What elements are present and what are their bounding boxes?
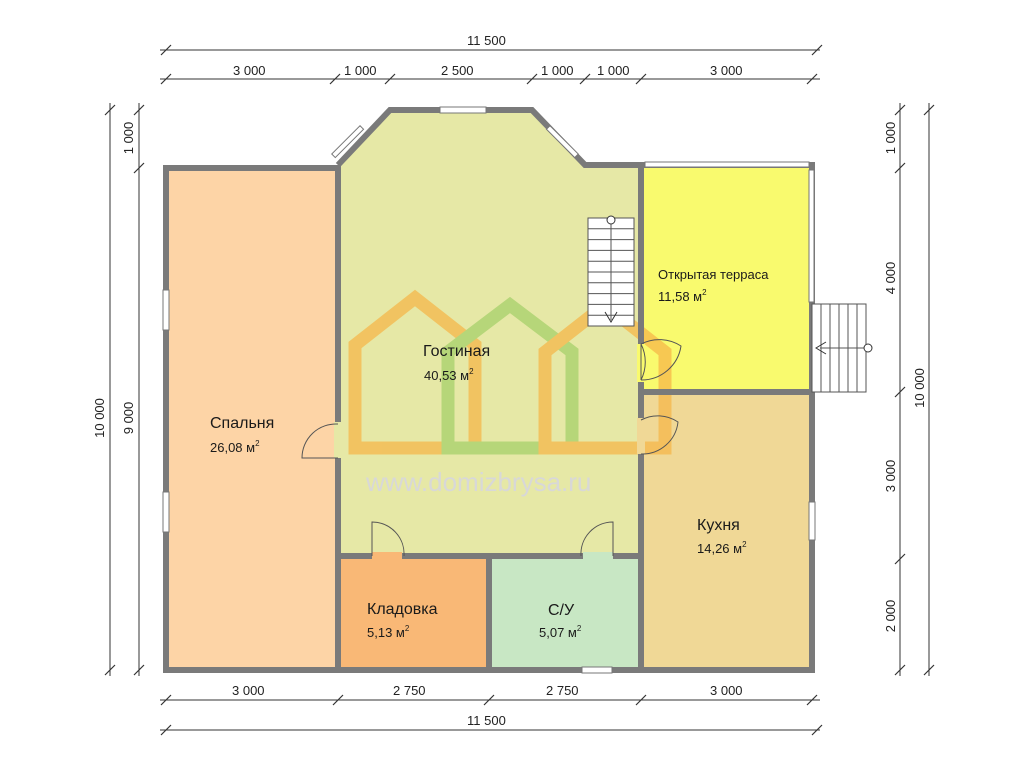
room-area-bedroom: 26,08 м2: [210, 439, 260, 455]
dimension-tick: [806, 694, 818, 706]
room-name-bathroom: С/У: [548, 602, 575, 619]
door-swing-terrace: [640, 343, 646, 381]
dimension-tick: [635, 73, 647, 85]
dimension-tick: [579, 73, 591, 85]
dim-bottom-seg-1: 2 750: [393, 683, 426, 698]
dim-bottom-seg-3: 3 000: [710, 683, 743, 698]
interior-staircase: [587, 215, 635, 327]
dim-top-seg-5: 3 000: [710, 63, 743, 78]
window-kitchen: [808, 501, 816, 541]
dimension-tick: [160, 73, 172, 85]
window-bay-right: [545, 125, 579, 159]
dim-bottom-total: 11 500: [467, 713, 506, 728]
window-bedroom-2: [162, 491, 170, 533]
dim-top-seg-1: 1 000: [344, 63, 377, 78]
room-name-kitchen: Кухня: [697, 517, 740, 534]
dim-right-seg-3: 2 000: [883, 600, 898, 633]
room-area-bathroom: 5,07 м2: [539, 624, 582, 640]
room-name-storage: Кладовка: [367, 601, 438, 618]
door-gap-kitchen: [637, 418, 645, 454]
exterior-staircase: [811, 303, 873, 393]
terrace-railing-right: [808, 169, 815, 303]
door-swing-kitchen: [640, 415, 679, 455]
door-gap-bedroom: [334, 422, 342, 458]
dimension-tick: [329, 73, 341, 85]
room-area-storage: 5,13 м2: [367, 624, 410, 640]
dimension-tick: [483, 694, 495, 706]
dim-top-seg-4: 1 000: [597, 63, 630, 78]
room-area-kitchen: 14,26 м2: [697, 540, 747, 556]
door-swing-storage: [371, 521, 405, 557]
window-bath: [581, 666, 613, 674]
dim-top-seg-0: 3 000: [233, 63, 266, 78]
room-fill-storage: [339, 557, 488, 667]
room-fill-bedroom: [169, 168, 336, 667]
dimension-tick: [332, 694, 344, 706]
door-gap-bath: [583, 552, 613, 560]
wall-outer: [163, 107, 815, 673]
terrace-railing-top: [644, 161, 810, 168]
dim-left-total: 10 000: [92, 398, 107, 438]
room-fill-bathroom: [490, 557, 640, 667]
dim-top-seg-3: 1 000: [541, 63, 574, 78]
window-bedroom-1: [162, 289, 170, 331]
door-swing-bedroom: [301, 423, 339, 459]
dim-right-total: 10 000: [912, 368, 927, 408]
room-area-living: 40,53 м2: [424, 367, 474, 383]
window-bay-left: [331, 125, 365, 159]
room-name-living: Гостиная: [423, 343, 490, 360]
dimension-tick: [526, 73, 538, 85]
dimension-tick: [635, 694, 647, 706]
dim-top-seg-2: 2 500: [441, 63, 474, 78]
room-name-terrace: Открытая терраса: [658, 267, 769, 282]
dim-top-total: 11 500: [467, 33, 506, 48]
watermark-url: www.domizbrysa.ru: [365, 467, 591, 497]
dim-bottom-seg-2: 2 750: [546, 683, 579, 698]
dim-right-seg-2: 3 000: [883, 460, 898, 493]
door-swing-bath: [580, 521, 614, 557]
dimension-tick: [160, 694, 172, 706]
dim-left-seg-1: 9 000: [121, 402, 136, 435]
door-gap-storage: [372, 552, 402, 560]
room-name-bedroom: Спальня: [210, 415, 274, 432]
dim-left-seg-0: 1 000: [121, 122, 136, 155]
door-swing-terrace-arc: [640, 339, 682, 381]
dim-right-seg-1: 4 000: [883, 262, 898, 295]
dimension-tick: [806, 73, 818, 85]
dim-bottom-seg-0: 3 000: [232, 683, 265, 698]
room-area-terrace: 11,58 м2: [658, 288, 707, 304]
window-bay-top: [439, 106, 487, 114]
dimension-tick: [384, 73, 396, 85]
dim-right-seg-0: 1 000: [883, 122, 898, 155]
